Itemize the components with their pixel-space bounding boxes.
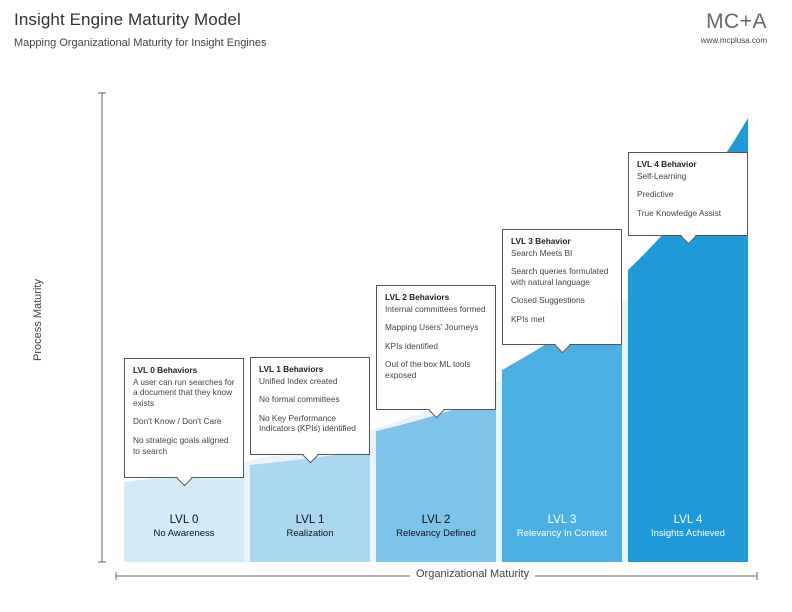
level-column-0 (124, 470, 244, 562)
level-label-2: LVL 2 Relevancy Defined (376, 514, 496, 539)
level-subtitle: No Awareness (153, 528, 215, 539)
callout-item: Internal committees formed (385, 303, 486, 314)
logo: MC+A www.mcplusa.com (701, 10, 767, 45)
level-label-4: LVL 4 Insights Achieved (628, 514, 748, 539)
callout-item: True Knowledge Assist (637, 207, 722, 218)
callout-title: LVL 4 Behavior (637, 159, 697, 169)
callout-item: Search Meets BI (511, 247, 573, 258)
callout-lvl-1: LVL 1 Behaviors Unified Index created No… (250, 357, 370, 464)
level-name: LVL 0 (169, 514, 199, 526)
level-subtitle: Relevancy In Context (516, 528, 608, 539)
callout-lvl-4: LVL 4 Behavior Self-Learning Predictive … (628, 152, 748, 245)
logo-url: www.mcplusa.com (700, 36, 767, 45)
callout-item: Out of the box ML tools exposed (385, 359, 471, 381)
level-column-1 (250, 450, 370, 562)
level-name: LVL 2 (421, 514, 451, 526)
callout-item: Self-Learning (637, 170, 687, 181)
level-column-3 (502, 290, 622, 562)
callout-item: Don't Know / Don't Care (133, 416, 222, 427)
callout-lvl-0: LVL 0 Behaviors A user can run searches … (124, 358, 244, 487)
level-label-3: LVL 3 Relevancy In Context (502, 514, 622, 539)
page-title: Insight Engine Maturity Model (14, 10, 241, 29)
level-label-1: LVL 1 Realization (250, 514, 370, 539)
callout-item: Unified Index created (259, 375, 338, 386)
callout-item: KPIs met (511, 314, 545, 325)
level-subtitle: Realization (286, 528, 334, 539)
level-name: LVL 4 (673, 514, 703, 526)
callout-item: No formal committees (259, 394, 340, 405)
callout-item: Search queries formulated with natural l… (511, 266, 609, 287)
y-axis (98, 92, 106, 563)
callout-item: Predictive (637, 189, 674, 200)
y-axis-label: Process Maturity (32, 279, 44, 361)
page-subtitle: Mapping Organizational Maturity for Insi… (14, 37, 267, 49)
callout-item: No strategic goals aligned to search (133, 435, 229, 456)
callout-item: A user can run searches for a document t… (133, 376, 235, 408)
logo-mark: MC+A (706, 10, 767, 33)
callout-item: KPIs identified (385, 340, 439, 351)
callout-title: LVL 3 Behavior (511, 236, 571, 246)
callout-title: LVL 1 Behaviors (259, 364, 324, 374)
callout-title: LVL 2 Behaviors (385, 292, 450, 302)
callout-item: Mapping Users' Journeys (385, 322, 479, 333)
callout-item: Closed Suggestions (511, 295, 585, 306)
callout-lvl-2: LVL 2 Behaviors Internal committees form… (376, 285, 496, 419)
level-subtitle: Insights Achieved (651, 528, 725, 539)
level-column-2 (376, 394, 496, 562)
callout-lvl-3: LVL 3 Behavior Search Meets BI Search qu… (502, 229, 622, 354)
callout-item: No Key Performance Indicators (KPIs) ide… (259, 412, 356, 434)
level-name: LVL 1 (295, 514, 325, 526)
x-axis-label: Organizational Maturity (410, 568, 536, 580)
level-label-0: LVL 0 No Awareness (124, 514, 244, 539)
callout-title: LVL 0 Behaviors (133, 365, 198, 375)
level-subtitle: Relevancy Defined (396, 528, 476, 539)
level-name: LVL 3 (547, 514, 577, 526)
